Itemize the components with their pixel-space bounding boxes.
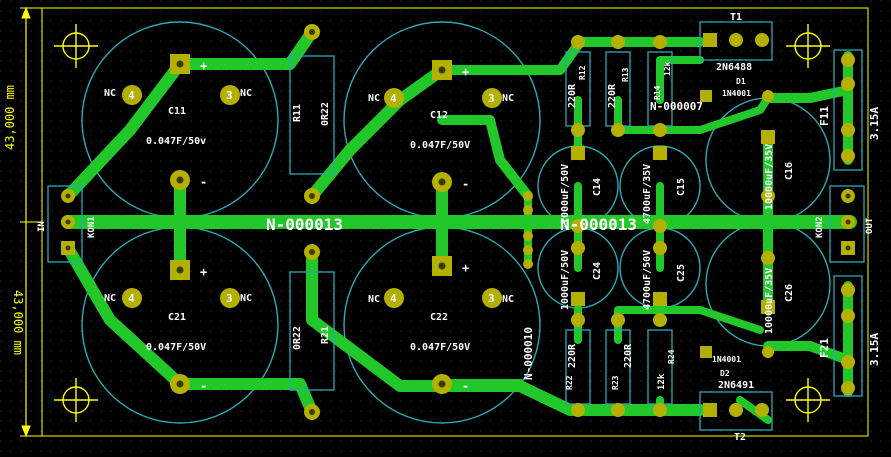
svg-text:C21: C21 [168,312,186,323]
svg-text:4: 4 [128,292,135,305]
svg-text:0R22: 0R22 [292,326,303,350]
svg-text:2N6488: 2N6488 [716,62,752,73]
small-cap-labels: 1000uF/50V C14 4700uF/35V C15 10000uF/35… [560,144,795,334]
svg-text:0.047F/50V: 0.047F/50V [410,342,470,353]
svg-text:N-000013: N-000013 [266,215,343,234]
svg-text:12k: 12k [657,373,667,390]
big-cap-labels: NC NC C11 0.047F/50v NC NC C12 0.047F/50… [104,88,514,353]
svg-text:R11: R11 [292,104,303,122]
svg-text:D2: D2 [720,369,730,378]
svg-text:NC: NC [502,294,514,305]
svg-text:IN: IN [37,221,47,232]
svg-text:0R22: 0R22 [320,102,331,126]
polarity-signs: + - + - + - + - [200,59,469,393]
svg-text:1000uF/50V: 1000uF/50V [560,250,571,310]
svg-text:NC: NC [104,88,116,99]
pad-holes [65,29,851,415]
svg-text:+: + [200,59,207,73]
svg-text:-: - [462,177,469,191]
svg-text:NC: NC [104,293,116,304]
svg-text:C11: C11 [168,106,186,117]
svg-text:0.047F/50V: 0.047F/50V [410,140,470,151]
svg-text:4: 4 [390,292,397,305]
svg-text:220R: 220R [567,343,578,368]
svg-text:4: 4 [390,92,397,105]
svg-text:N-000013: N-000013 [560,215,637,234]
net-labels: N-000013 N-000013 N-000007 N-000010 [266,100,703,380]
svg-text:2N6491: 2N6491 [718,380,754,391]
svg-text:R12: R12 [578,65,587,80]
svg-text:3: 3 [226,89,233,102]
svg-text:NC: NC [368,294,380,305]
svg-text:F21: F21 [818,338,831,358]
svg-text:R23: R23 [611,375,620,390]
svg-text:3.15A: 3.15A [868,107,881,140]
svg-text:NC: NC [368,93,380,104]
svg-text:C22: C22 [430,312,448,323]
svg-text:R13: R13 [621,67,630,82]
svg-text:220R: 220R [607,83,618,108]
svg-text:4700uF/35V: 4700uF/35V [642,164,653,224]
svg-text:220R: 220R [567,83,578,108]
svg-text:+: + [462,65,469,79]
dimension-vertical [20,6,42,438]
svg-text:C24: C24 [592,262,603,280]
svg-text:C25: C25 [676,264,687,282]
svg-text:R21: R21 [320,326,331,344]
svg-text:3: 3 [226,292,233,305]
svg-text:KON2: KON2 [815,216,825,238]
svg-text:T1: T1 [730,12,742,23]
component-outlines [47,21,865,431]
svg-text:10000uF/35V: 10000uF/35V [764,144,775,210]
dimension-top-label: 43,000 mm [3,85,17,150]
svg-text:NC: NC [240,88,252,99]
svg-text:0.047F/50V: 0.047F/50V [146,342,206,353]
svg-text:12k: 12k [663,61,672,76]
svg-text:C26: C26 [784,284,795,302]
svg-text:4: 4 [128,89,135,102]
svg-text:C15: C15 [676,178,687,196]
svg-text:1000uF/50V: 1000uF/50V [560,164,571,224]
svg-text:+: + [462,261,469,275]
svg-text:KON1: KON1 [87,216,97,238]
svg-text:C14: C14 [592,178,603,196]
svg-text:NC: NC [502,93,514,104]
connector-labels: KON1 IN KON2 OUT [37,216,875,238]
svg-text:N-000010: N-000010 [522,327,535,380]
svg-text:1N4001: 1N4001 [722,89,751,98]
svg-text:R24: R24 [667,349,676,364]
svg-text:R14: R14 [653,85,662,100]
svg-text:3: 3 [488,292,495,305]
svg-text:3.15A: 3.15A [868,333,881,366]
svg-text:T2: T2 [734,432,746,443]
svg-text:220R: 220R [623,343,634,368]
dimension-bottom-label: 43,000 mm [11,290,25,355]
svg-text:F11: F11 [818,106,831,126]
mounting-holes [54,24,830,422]
svg-text:C16: C16 [784,162,795,180]
svg-text:-: - [200,175,207,189]
svg-text:4700uF/50V: 4700uF/50V [642,250,653,310]
svg-text:3: 3 [488,92,495,105]
svg-text:10000uF/35V: 10000uF/35V [764,268,775,334]
svg-text:-: - [462,379,469,393]
svg-text:+: + [200,265,207,279]
big-cap-pin-numbers: 4 3 4 3 4 3 4 3 [128,89,495,305]
svg-text:N-000007: N-000007 [650,100,703,113]
svg-text:OUT: OUT [865,217,875,234]
svg-text:NC: NC [240,293,252,304]
svg-text:-: - [200,379,207,393]
svg-text:D1: D1 [736,77,746,86]
svg-text:R22: R22 [565,375,574,390]
resistor-labels: R11 0R22 0R22 R21 220R R12 220R R13 R14 … [292,61,676,390]
fuse-labels: F11 3.15A F21 3.15A [818,106,881,366]
semiconductor-labels: T1 2N6488 D1 1N4001 T2 2N6491 D2 1N4001 [712,12,754,443]
svg-text:0.047F/50v: 0.047F/50v [146,136,206,147]
svg-text:C12: C12 [430,110,448,121]
svg-text:1N4001: 1N4001 [712,355,741,364]
